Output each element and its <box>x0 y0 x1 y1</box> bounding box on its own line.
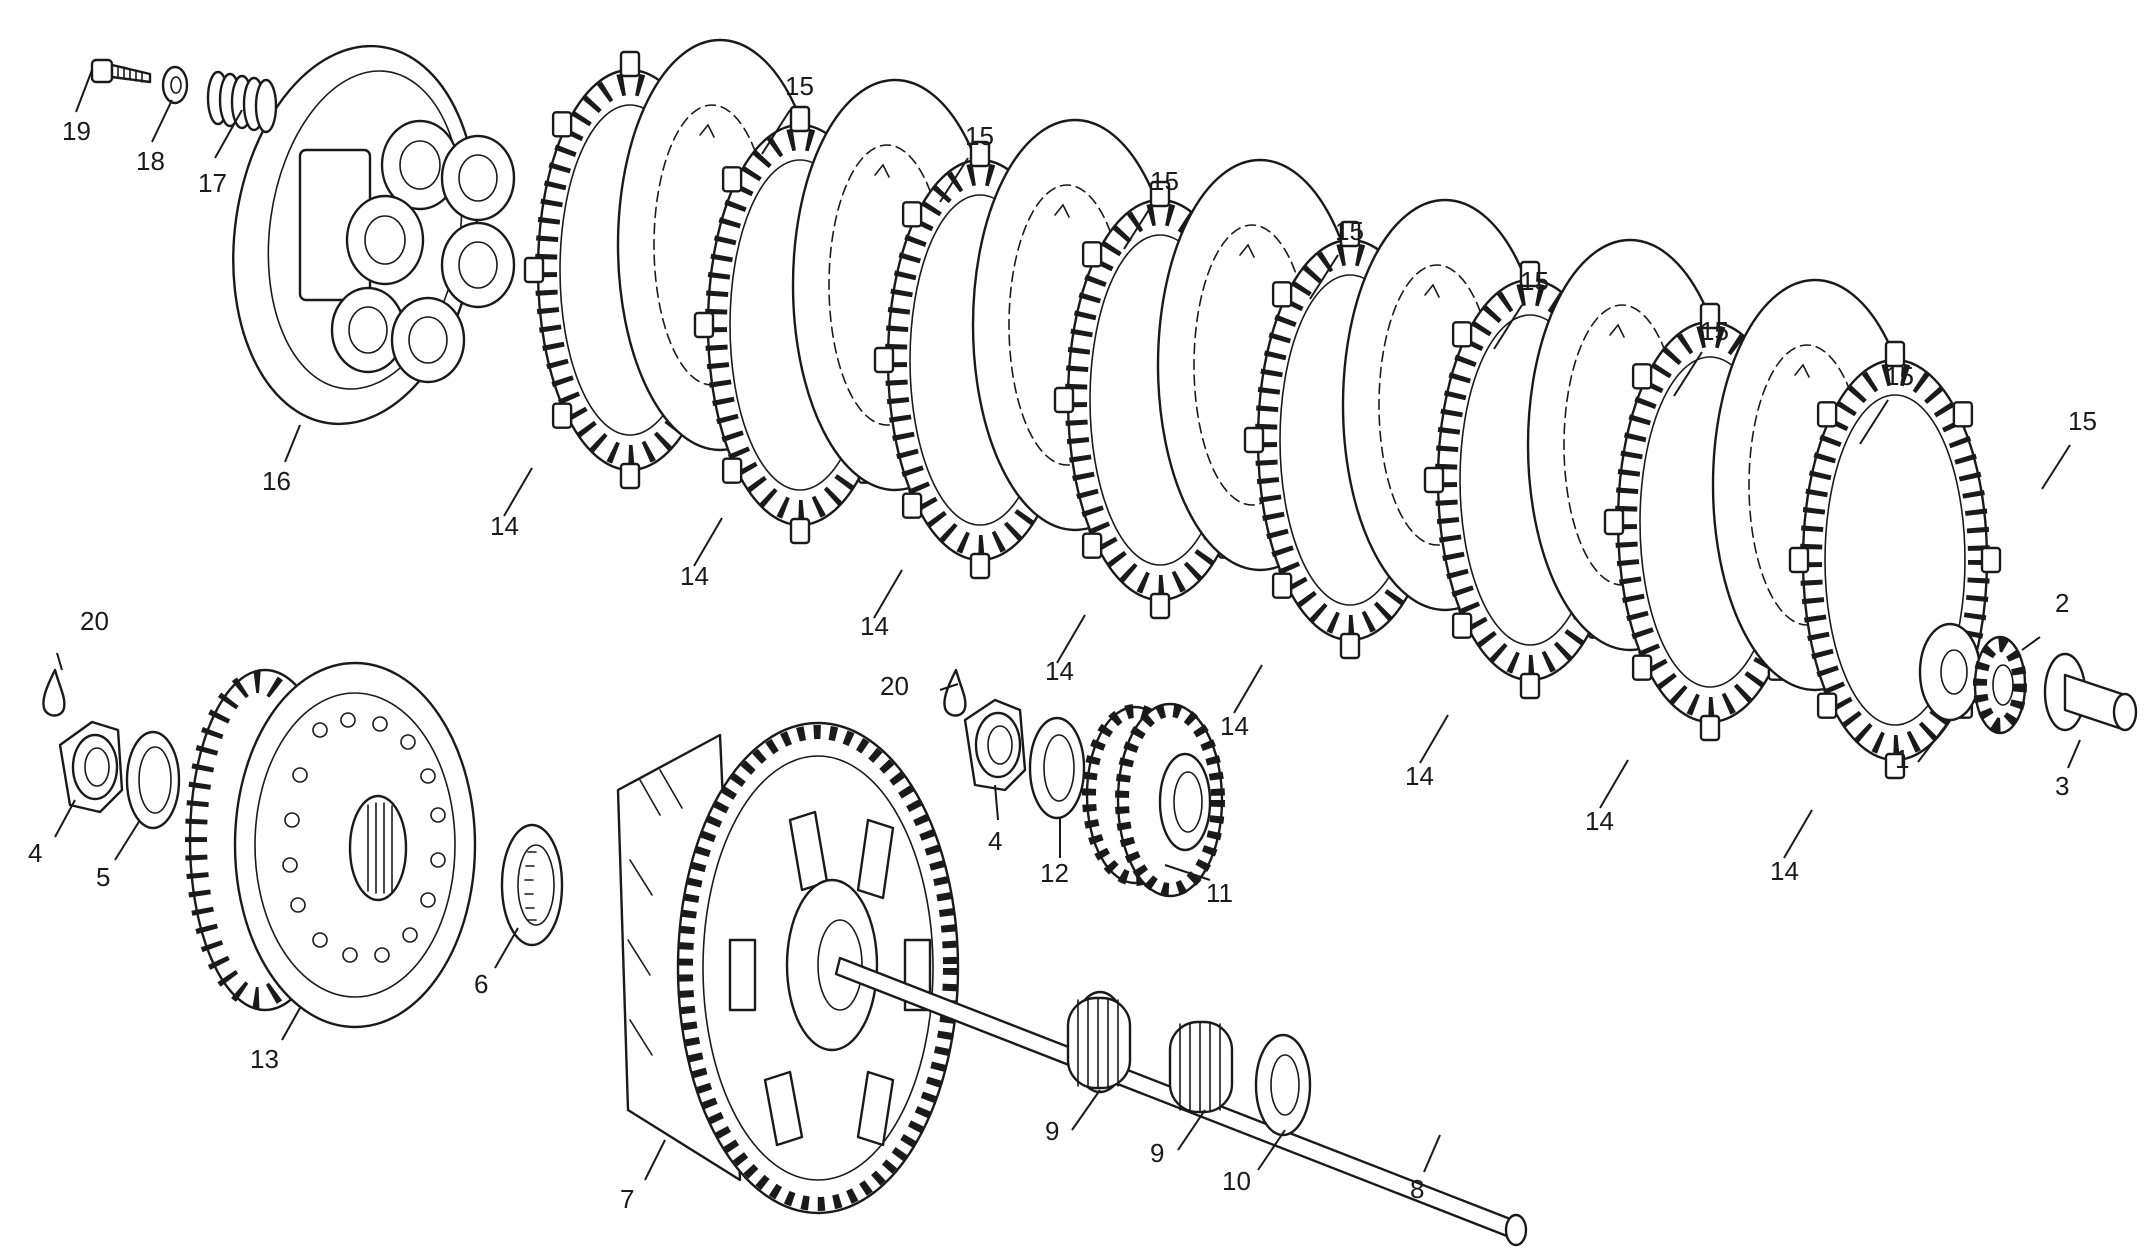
release-pushrod <box>2043 652 2138 732</box>
leader-line <box>1123 204 1153 250</box>
label-14: 14 <box>1045 656 1074 686</box>
label-7: 7 <box>620 1184 634 1214</box>
label-5: 5 <box>96 862 110 892</box>
label-9b: 9 <box>1150 1138 1164 1168</box>
label-17: 17 <box>198 168 227 198</box>
label-4-left: 4 <box>28 838 42 868</box>
label-12: 12 <box>1040 858 1069 888</box>
label-16: 16 <box>262 466 291 496</box>
leader-line <box>1673 351 1703 397</box>
label-14: 14 <box>1770 856 1799 886</box>
needle-bearing-2 <box>1168 1020 1234 1114</box>
leader-line <box>503 467 533 517</box>
label-2: 2 <box>2055 588 2069 618</box>
label-20-center: 20 <box>880 671 909 701</box>
oil-drop-icon <box>42 668 66 717</box>
clutch-housing <box>616 721 960 1215</box>
clutch-nut-center <box>963 698 1027 792</box>
leader-line <box>1233 664 1263 714</box>
leader-line <box>1599 759 1629 809</box>
needle-bearing-1 <box>1066 990 1132 1094</box>
friction-plate <box>1788 340 2002 780</box>
label-14: 14 <box>860 611 889 641</box>
label-14: 14 <box>1220 711 1249 741</box>
label-13: 13 <box>250 1044 279 1074</box>
leader-line <box>1056 614 1086 664</box>
label-15: 15 <box>785 71 814 101</box>
oil-drop-icon <box>943 668 967 717</box>
release-bearing <box>1973 635 2027 735</box>
leader-line <box>873 569 903 619</box>
label-8: 8 <box>1410 1174 1424 1204</box>
label-19: 19 <box>62 116 91 146</box>
label-15: 15 <box>1885 361 1914 391</box>
clutch-spring <box>206 70 278 134</box>
spline-washer <box>500 823 564 947</box>
label-15: 15 <box>1335 216 1364 246</box>
lock-washer-left <box>125 730 181 830</box>
leader-line <box>1859 399 1889 445</box>
label-1: 1 <box>1895 744 1909 774</box>
label-4-center: 4 <box>988 826 1002 856</box>
label-3: 3 <box>2055 771 2069 801</box>
drive-gear <box>1082 702 1225 898</box>
part-labels: 19 18 17 16 20 4 5 6 13 7 8 9 9 10 20 4 … <box>28 116 2069 1214</box>
spring-bolt <box>90 58 152 84</box>
leader-line <box>2041 444 2071 490</box>
pressure-plate <box>232 44 516 426</box>
label-15: 15 <box>965 121 994 151</box>
leader-line <box>761 109 791 155</box>
leader-line <box>1783 809 1813 859</box>
primary-driven-gear <box>185 661 477 1029</box>
gear-washer <box>1028 716 1086 820</box>
spring-washer <box>161 65 189 105</box>
leader-lines <box>54 69 2081 1181</box>
label-20-left: 20 <box>80 606 109 636</box>
label-6: 6 <box>474 969 488 999</box>
leader-line <box>1309 254 1339 300</box>
label-14: 14 <box>1585 806 1614 836</box>
label-10: 10 <box>1222 1166 1251 1196</box>
label-11: 11 <box>1206 878 1233 908</box>
label-15: 15 <box>1150 166 1179 196</box>
leader-line <box>693 517 723 567</box>
label-18: 18 <box>136 146 165 176</box>
label-15: 15 <box>1700 316 1729 346</box>
leader-line <box>939 157 969 203</box>
label-14: 14 <box>1405 761 1434 791</box>
label-9a: 9 <box>1045 1116 1059 1146</box>
clutch-nut-left <box>58 720 124 814</box>
label-15: 15 <box>2068 406 2097 436</box>
leader-line <box>1419 714 1449 764</box>
label-14: 14 <box>490 511 519 541</box>
leader-line <box>1493 304 1523 350</box>
thrust-washer <box>1254 1033 1312 1137</box>
label-15: 15 <box>1520 266 1549 296</box>
label-14: 14 <box>680 561 709 591</box>
pressure-plate-washer <box>1918 622 1982 722</box>
clutch-plate-stack <box>523 38 2002 780</box>
